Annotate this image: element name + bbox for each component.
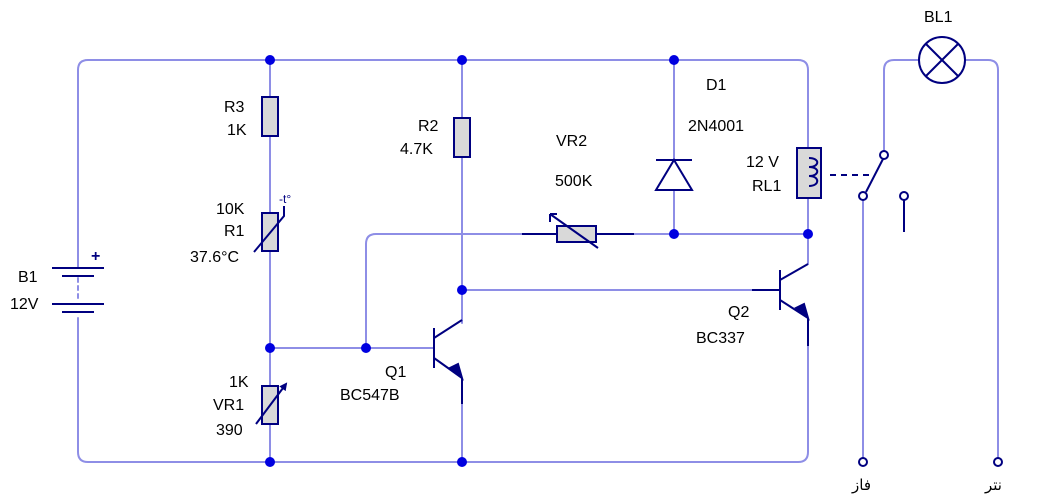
d1-value-label: 2N4001 <box>688 118 744 135</box>
r1-value-bottom-label: 37.6°C <box>190 249 239 266</box>
node <box>265 457 275 467</box>
q2-value-label: BC337 <box>696 330 745 347</box>
wires <box>77 59 999 463</box>
node <box>457 285 467 295</box>
lamp-ref-label: BL1 <box>924 9 953 26</box>
transistor-q1: Q1 BC547B <box>340 319 464 404</box>
node <box>669 229 679 239</box>
d1-ref-label: D1 <box>706 77 727 94</box>
vr1-ref-label: VR1 <box>213 397 244 414</box>
r3-value-label: 1K <box>227 122 247 139</box>
r2-ref-label: R2 <box>418 118 439 135</box>
vr2-ref-label: VR2 <box>556 133 587 150</box>
battery-ref-label: B1 <box>18 269 38 286</box>
r3-ref-label: R3 <box>224 99 245 116</box>
mains-terminals: فاز نتر <box>851 457 1003 494</box>
wire-feedback <box>365 233 523 349</box>
junction-nodes <box>265 55 813 467</box>
wire-top-rail <box>77 59 809 269</box>
r1-symbol-label: -t° <box>279 192 291 206</box>
relay-rl1: 12 V RL1 <box>746 147 870 199</box>
r2-value-label: 4.7K <box>400 141 433 158</box>
node <box>803 229 813 239</box>
wire-switch-to-lamp <box>883 59 919 151</box>
battery-value-label: 12V <box>10 296 39 313</box>
vr2-value-label: 500K <box>555 173 593 190</box>
wire-bottom-rail <box>77 317 809 463</box>
potentiometer-vr2: VR2 500K <box>522 133 634 249</box>
relay-value-label: 12 V <box>746 154 779 171</box>
battery-b1: + B1 12V <box>10 248 104 313</box>
node <box>361 343 371 353</box>
q2-ref-label: Q2 <box>728 304 749 321</box>
relay-contact <box>858 150 909 232</box>
node <box>265 343 275 353</box>
vr1-value-top-label: 1K <box>229 374 249 391</box>
trimmer-vr1: 1K VR1 390 <box>213 374 288 439</box>
q1-ref-label: Q1 <box>385 364 406 381</box>
transistor-q2: Q2 BC337 <box>696 263 810 347</box>
thermistor-r1: -t° 10K R1 37.6°C <box>190 192 291 266</box>
battery-plus-label: + <box>91 248 100 265</box>
relay-ref-label: RL1 <box>752 178 781 195</box>
node <box>669 55 679 65</box>
node <box>457 457 467 467</box>
vr1-value-bottom-label: 390 <box>216 422 243 439</box>
phase-label: فاز <box>851 476 871 494</box>
q1-value-label: BC547B <box>340 387 400 404</box>
node <box>265 55 275 65</box>
node <box>457 55 467 65</box>
resistor-r3: R3 1K <box>224 96 279 139</box>
neutral-label: نتر <box>984 476 1002 494</box>
r1-ref-label: R1 <box>224 223 245 240</box>
diode-d1: D1 2N4001 <box>654 77 744 191</box>
r1-value-top-label: 10K <box>216 201 245 218</box>
resistor-r2: R2 4.7K <box>400 117 471 158</box>
lamp-bl1: BL1 <box>918 9 966 84</box>
wire-lamp-right <box>965 59 999 459</box>
